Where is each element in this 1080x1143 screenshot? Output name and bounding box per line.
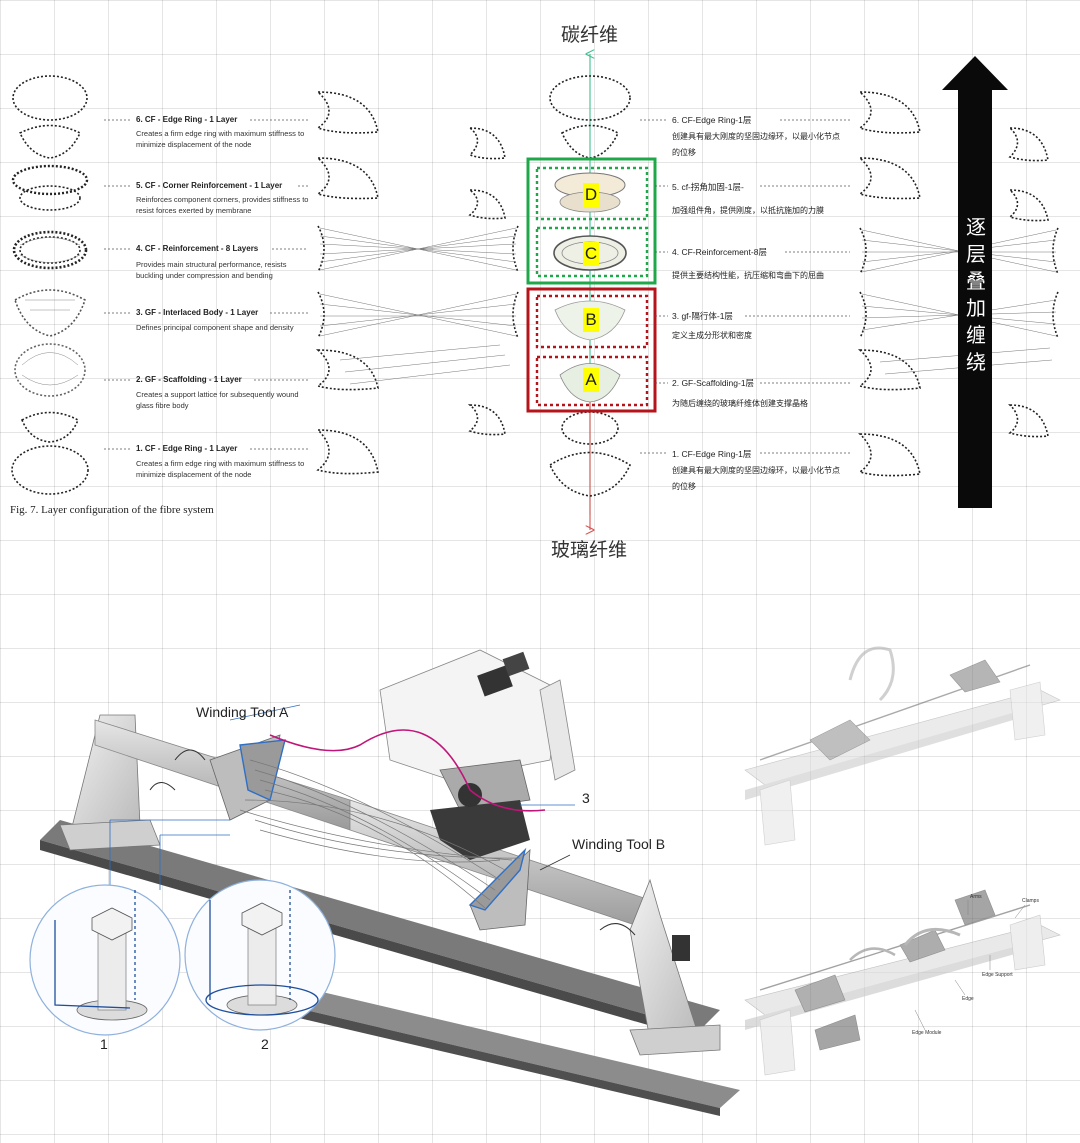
left-layer-4-title: 4. CF - Reinforcement - 8 Layers	[136, 244, 259, 253]
center-layer-6-title: 6. CF-Edge Ring-1层	[672, 115, 752, 125]
center-layer-2-desc: 为随后缠绕的玻璃纤维体创建支撑晶格	[672, 399, 808, 408]
left-layer-3-title: 3. GF - Interlaced Body - 1 Layer	[136, 308, 259, 317]
layer-badge-a: A	[583, 368, 599, 392]
center-layer-3-desc: 定义主成分形状和密度	[672, 331, 752, 340]
label-edge-module: Edge Module	[912, 1030, 942, 1036]
fibre-feed-path	[269, 729, 546, 812]
left-layer-2-desc: Creates a support lattice for subsequent…	[136, 390, 299, 410]
glass-fibre-label: 玻璃纤维	[551, 540, 628, 561]
winding-machine-illustration	[40, 649, 740, 1116]
center-layer-5-desc: 加强组件角，提供刚度，以抵抗施加的力膜	[672, 206, 824, 215]
tool-b-leader	[539, 854, 571, 871]
callout-3-number: 3	[582, 790, 590, 806]
callout-lines	[109, 704, 575, 890]
winding-tool-a-label: Winding Tool A	[196, 704, 289, 720]
center-layer-5-title: 5. cf-拐角加固-1层-	[672, 182, 744, 192]
left-layer-3-desc: Defines principal component shape and de…	[136, 323, 294, 332]
label-edge-support: Edge Support	[982, 972, 1013, 978]
side-view-top	[744, 646, 1061, 846]
left-wing-sketches	[315, 91, 519, 475]
center-layer-4-title: 4. CF-Reinforcement-8层	[672, 247, 767, 257]
left-layer-4-desc: Provides main structural performance, re…	[136, 260, 287, 280]
center-layer-6-desc: 创建具有最大刚度的坚固边缘环，以最小化节点的位移	[672, 132, 840, 157]
layer-badge-c: C	[583, 242, 599, 266]
center-layer-1-title: 1. CF-Edge Ring-1层	[672, 449, 752, 459]
left-layer-1-title: 1. CF - Edge Ring - 1 Layer	[136, 444, 238, 453]
left-layer-5-title: 5. CF - Corner Reinforcement - 1 Layer	[136, 181, 283, 190]
rotation-arrows	[149, 749, 636, 936]
center-layer-4-desc: 提供主要结构性能，抗压缩和弯曲下的屈曲	[672, 271, 824, 280]
right-wing-sketches	[857, 91, 1059, 477]
winding-tool-b-label: Winding Tool B	[572, 836, 666, 852]
detail-circle-2	[184, 879, 336, 1031]
left-layer-5-desc: Reinforces component corners, provides s…	[136, 195, 309, 215]
left-ring-stack	[11, 75, 89, 495]
center-layer-2-title: 2. GF-Scaffolding-1层	[672, 378, 755, 388]
layer-badge-b: B	[583, 308, 599, 332]
left-wing-fibre-lines	[319, 227, 517, 385]
center-layer-3-title: 3. gf-隔行体-1层	[672, 311, 733, 321]
layer-badge-d: D	[583, 183, 599, 207]
figure-caption: Fig. 7. Layer configuration of the fibre…	[10, 504, 214, 516]
center-layer-1-desc: 创建具有最大刚度的坚固边缘环，以最小化节点的位移	[672, 466, 840, 491]
side-view-exploded	[744, 889, 1061, 1076]
left-layer-6-desc: Creates a firm edge ring with maximum st…	[136, 129, 305, 149]
left-leader-lines	[104, 119, 308, 450]
label-clamps: Clamps	[1022, 898, 1039, 904]
left-layer-6-title: 6. CF - Edge Ring - 1 Layer	[136, 115, 238, 124]
carbon-fibre-label: 碳纤维	[561, 25, 619, 46]
machine-fibre-strands	[239, 759, 521, 909]
label-edge: Edge	[962, 996, 974, 1002]
layer-stacking-text: 逐层叠加缠绕	[966, 217, 986, 374]
left-ring-hatching	[19, 237, 81, 386]
layer-stacking-arrow	[942, 56, 1008, 508]
detail-2-number: 2	[261, 1036, 269, 1052]
detail-circle-1	[29, 884, 181, 1036]
label-arms: Arms	[970, 894, 982, 900]
center-leader-lines	[640, 119, 850, 454]
left-layer-1-desc: Creates a firm edge ring with maximum st…	[136, 459, 305, 479]
detail-1-number: 1	[100, 1036, 108, 1052]
left-layer-2-title: 2. GF - Scaffolding - 1 Layer	[136, 375, 242, 384]
carbon-fibre-frame	[526, 157, 657, 285]
glass-fibre-frame	[526, 287, 657, 413]
